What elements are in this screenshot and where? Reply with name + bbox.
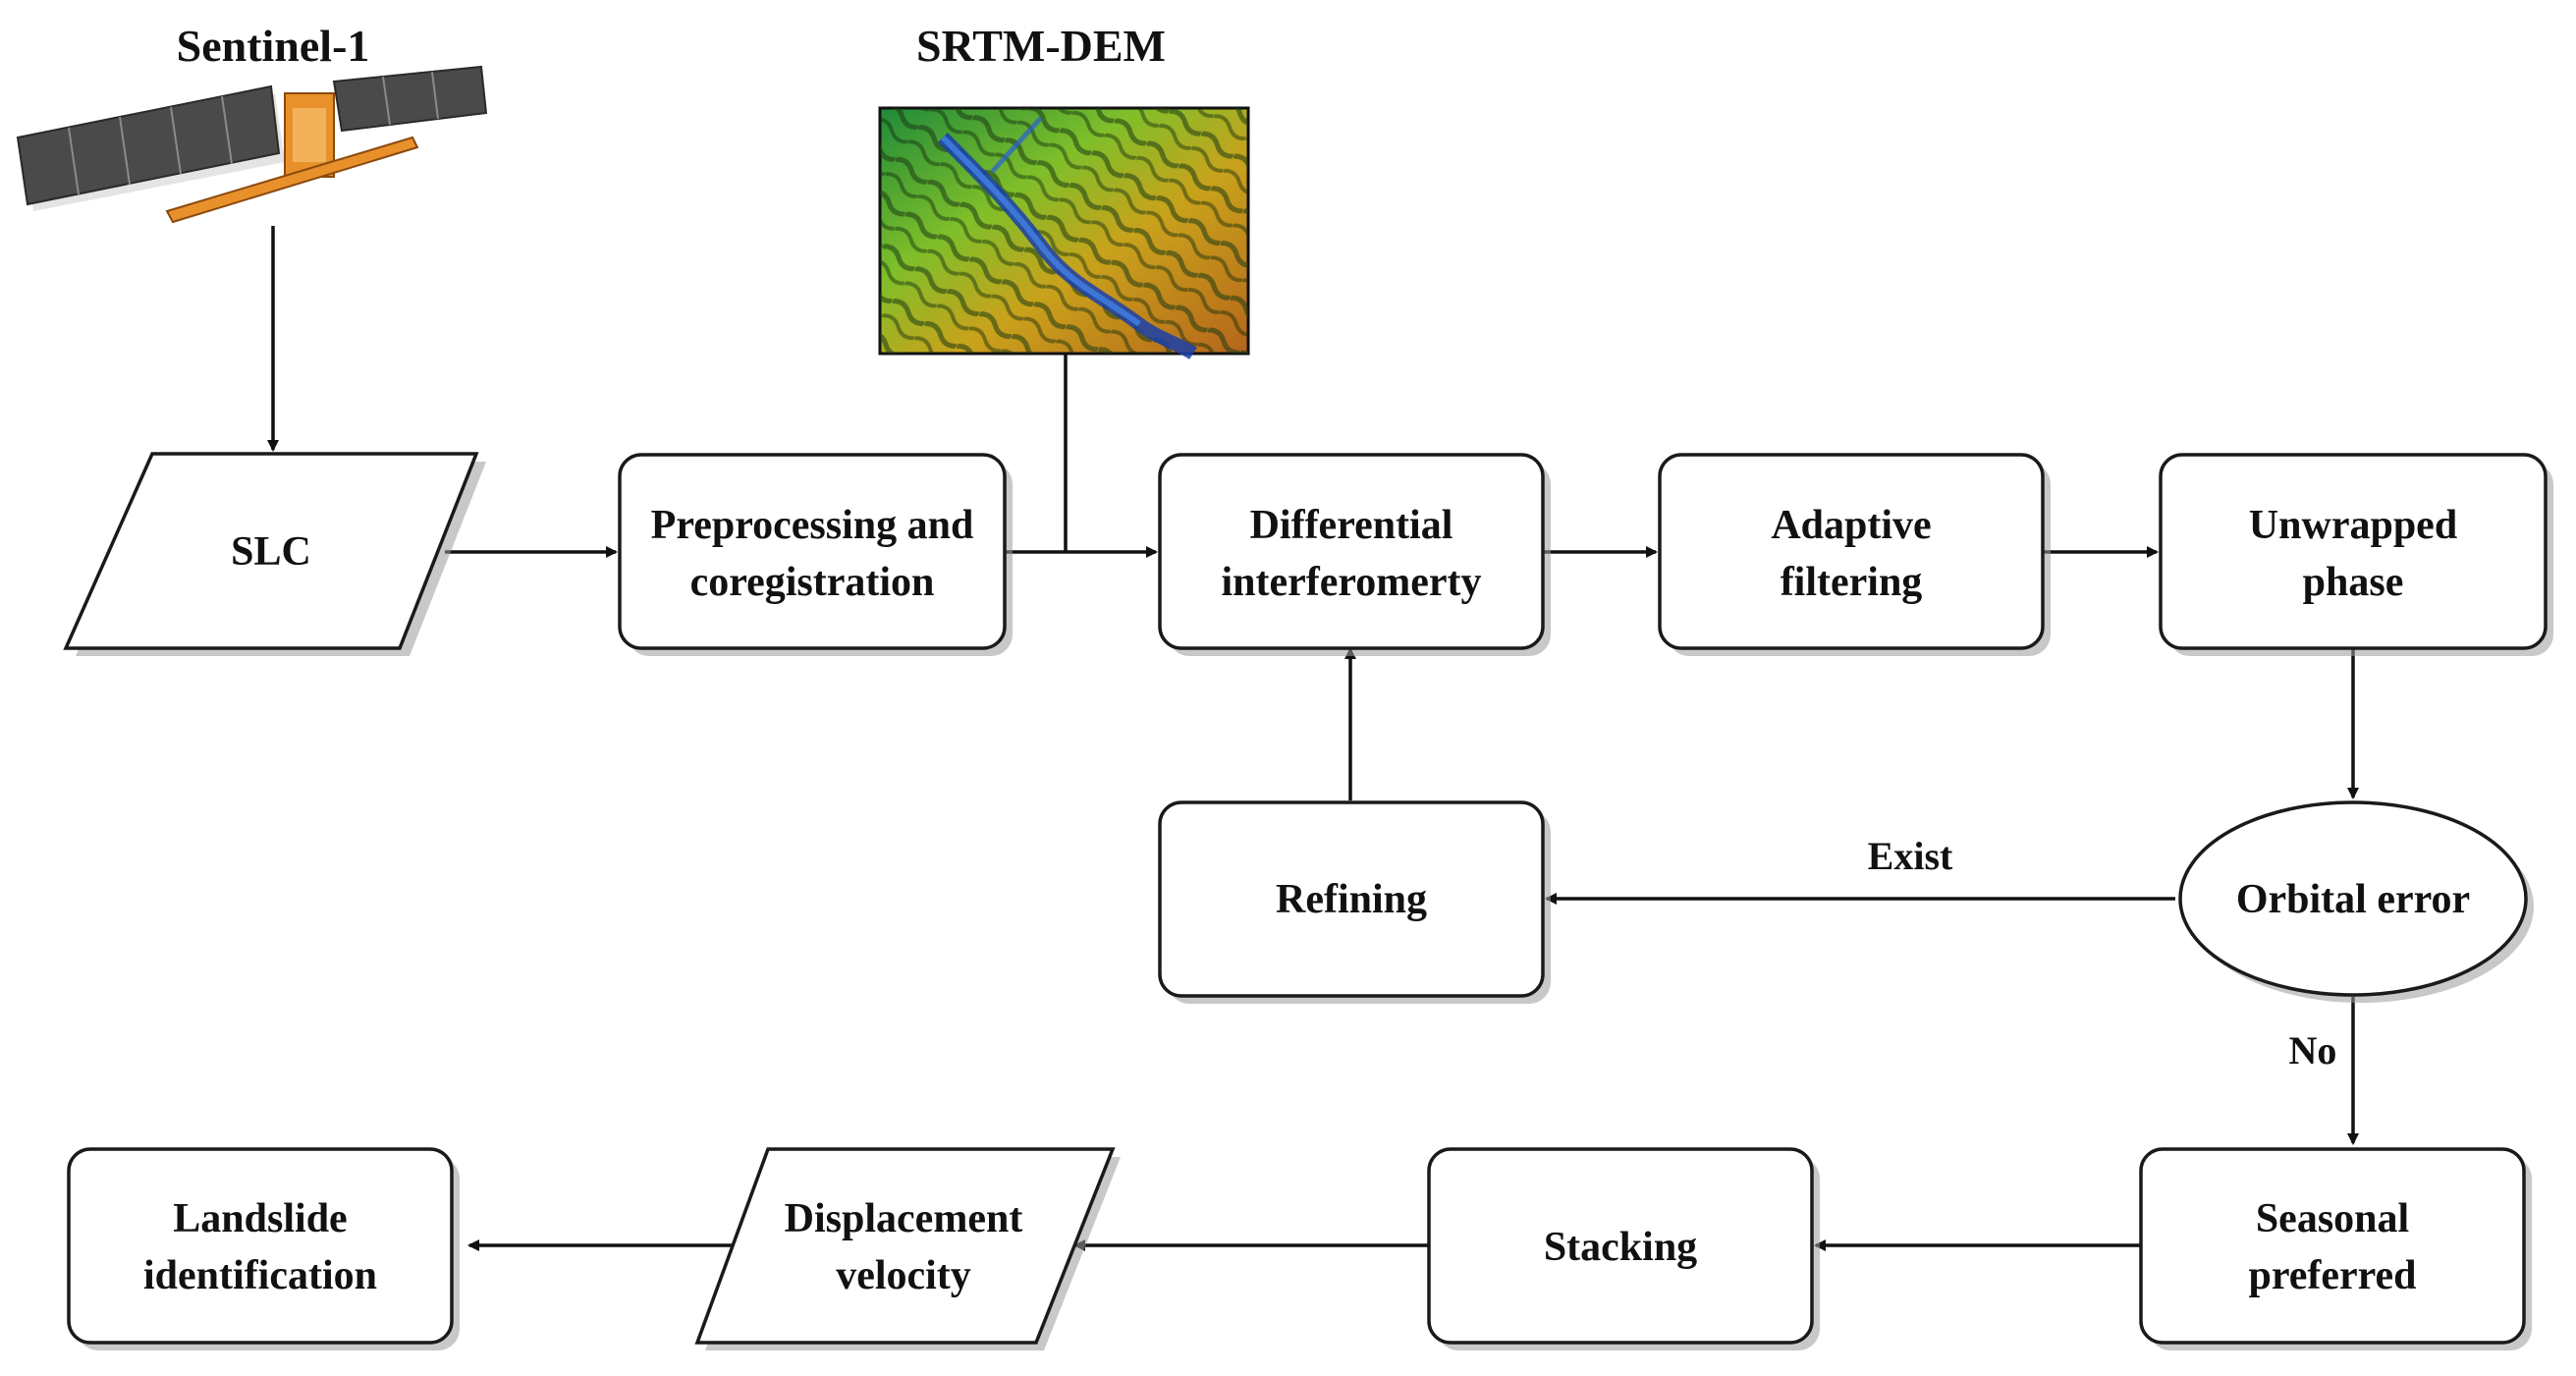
node-displacement-line1: Displacement — [785, 1196, 1023, 1241]
node-stacking-label: Stacking — [1544, 1225, 1697, 1270]
node-preprocessing[interactable]: Preprocessing and coregistration — [618, 453, 1013, 656]
edge-label-exist: Exist — [1868, 834, 1953, 878]
node-seasonal-line1: Seasonal — [2256, 1196, 2409, 1241]
dem-label: SRTM-DEM — [916, 21, 1166, 71]
node-seasonal[interactable]: Seasonal preferred — [2139, 1147, 2532, 1350]
node-slc[interactable]: SLC — [63, 452, 486, 656]
node-displacement[interactable]: Displacement velocity — [694, 1147, 1121, 1350]
node-refining-label: Refining — [1276, 877, 1427, 922]
node-adaptive-line1: Adaptive — [1771, 503, 1931, 548]
node-landslide-line2: identification — [143, 1253, 377, 1298]
node-unwrapped-line1: Unwrapped — [2249, 503, 2457, 548]
satellite-label: Sentinel-1 — [177, 21, 370, 71]
node-preprocessing-line2: coregistration — [690, 560, 935, 605]
node-landslide-line1: Landslide — [173, 1196, 347, 1241]
node-displacement-line2: velocity — [836, 1253, 971, 1298]
node-differential-line2: interferomerty — [1221, 560, 1481, 605]
node-seasonal-line2: preferred — [2248, 1253, 2416, 1298]
node-differential-line1: Differential — [1250, 503, 1453, 548]
node-unwrapped[interactable]: Unwrapped phase — [2159, 453, 2553, 656]
node-unwrapped-line2: phase — [2303, 560, 2404, 605]
satellite-icon — [16, 65, 488, 224]
node-differential[interactable]: Differential interferomerty — [1158, 453, 1551, 656]
node-refining[interactable]: Refining — [1158, 800, 1551, 1004]
node-adaptive[interactable]: Adaptive filtering — [1658, 453, 2051, 656]
node-slc-label: SLC — [231, 529, 311, 575]
node-orbital[interactable]: Orbital error — [2178, 800, 2534, 1003]
node-orbital-label: Orbital error — [2236, 877, 2470, 922]
node-stacking[interactable]: Stacking — [1427, 1147, 1820, 1350]
node-adaptive-line2: filtering — [1781, 560, 1923, 605]
node-landslide[interactable]: Landslide identification — [67, 1147, 460, 1350]
edge-label-no: No — [2289, 1028, 2337, 1073]
dem-image — [878, 106, 1250, 359]
node-preprocessing-line1: Preprocessing and — [651, 503, 974, 548]
